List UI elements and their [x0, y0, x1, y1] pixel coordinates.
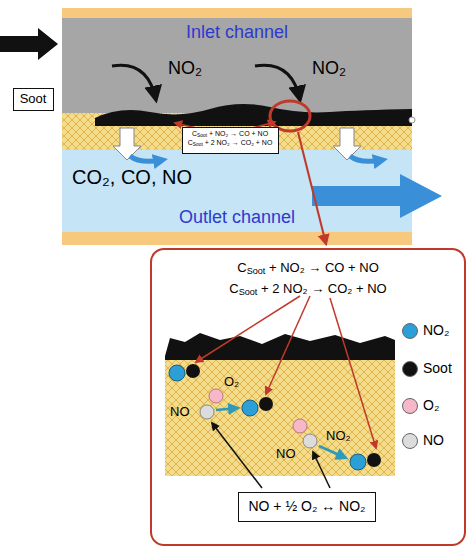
- channel-band: Outlet channel: [62, 150, 412, 232]
- legend-swatch: [402, 361, 418, 377]
- molecules: [169, 364, 381, 470]
- soot-layer: [165, 333, 395, 360]
- reaction-arrow: [216, 408, 238, 410]
- leader-line: [212, 423, 262, 488]
- leader-line: [313, 452, 330, 488]
- node-text: Soot: [19, 91, 48, 106]
- label-box: Soot: [13, 88, 54, 111]
- node-text: CSoot + NO₂ → CO + NO: [237, 258, 379, 279]
- legend-text: O₂: [423, 397, 439, 413]
- reaction-box: NO + ½ O₂ ↔ NO₂: [238, 492, 376, 522]
- leader-line: [330, 298, 376, 448]
- leader-line: [266, 296, 310, 394]
- flow-arrow: [350, 156, 382, 161]
- node-text: NO + ½ O₂ ↔ NO₂: [247, 498, 367, 514]
- species-label: NO: [276, 446, 296, 461]
- species-label: NO₂: [168, 58, 202, 79]
- soot-layer: [95, 104, 412, 126]
- reaction-arrow: [319, 446, 346, 458]
- legend-text: NO₂: [423, 322, 449, 338]
- species-label: CO₂, CO, NO: [72, 166, 192, 189]
- flow-arrow: [255, 65, 300, 100]
- flow-arrow: [130, 156, 162, 161]
- legend-text: Soot: [423, 360, 452, 376]
- legend-swatch: [402, 323, 418, 339]
- label-box: CSoot + NO₂ → CO + NOCSoot + 2 NO₂ → CO₂…: [182, 127, 279, 154]
- node-text: CSoot + 2 NO₂ → CO₂ + NO: [229, 279, 386, 300]
- species-label: NO₂: [326, 428, 351, 443]
- flow-arrow: [333, 128, 361, 160]
- species-label: NO: [170, 404, 190, 419]
- filter-frame: [62, 8, 412, 245]
- legend-text: NO: [423, 432, 444, 448]
- filter-wall: [165, 356, 395, 476]
- inlet-ground: [62, 18, 412, 113]
- handle: [409, 117, 415, 123]
- flow-arrow: [312, 174, 442, 218]
- species-label: NO₂: [312, 58, 346, 79]
- flow-arrow: [0, 28, 58, 60]
- node-text: Outlet channel: [179, 207, 295, 228]
- flow-arrow: [113, 128, 141, 160]
- zoom-arrow: [298, 132, 326, 244]
- legend-swatch: [402, 398, 418, 414]
- legend-swatch: [402, 433, 418, 449]
- node-text: CSoot + 2 NO₂ → CO₂ + NO: [187, 139, 274, 148]
- flow-arrow: [112, 65, 156, 100]
- channel-band: Inlet channel: [62, 18, 412, 110]
- node-text: CSoot + NO₂ → CO + NO: [187, 130, 274, 139]
- callout-box: CSoot + NO₂ → CO + NOCSoot + 2 NO₂ → CO₂…: [150, 248, 466, 546]
- node-text: Inlet channel: [186, 22, 288, 43]
- species-label: O₂: [224, 374, 239, 389]
